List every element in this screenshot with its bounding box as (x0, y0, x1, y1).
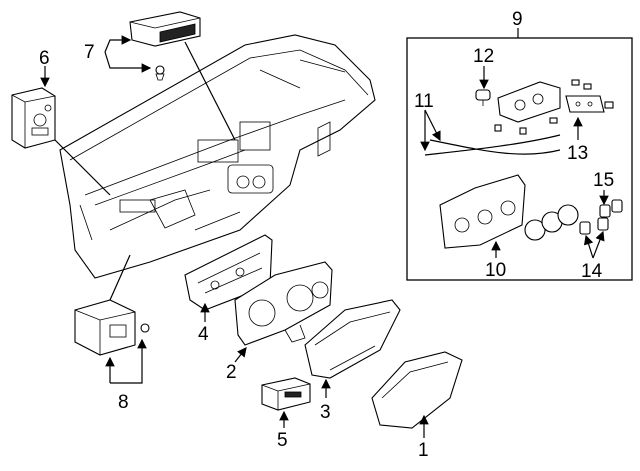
part-7-vent-and-clip (129, 11, 201, 81)
callout-labels: 1 2 3 4 5 6 7 8 9 10 11 12 13 14 15 (39, 9, 614, 461)
callout-4: 4 (198, 324, 209, 345)
callout-15: 15 (593, 170, 614, 191)
part-5-switch (261, 377, 311, 411)
callout-7: 7 (84, 42, 95, 63)
part-14-15-buttons (579, 199, 623, 235)
callout-3: 3 (320, 402, 331, 423)
part-12-bulb (475, 89, 491, 106)
part-6-switch-module (11, 87, 56, 149)
part-11-cables (424, 134, 561, 156)
callout-14: 14 (581, 261, 603, 282)
heater-control-assembly (494, 79, 592, 135)
callout-1: 1 (418, 440, 429, 461)
callout-12: 12 (473, 46, 494, 67)
leader-lines (40, 28, 609, 438)
callout-8: 8 (118, 392, 129, 413)
part-8-switch-and-clip (74, 299, 150, 356)
part-1-outer-bezel (371, 351, 463, 429)
callout-9: 9 (512, 9, 523, 30)
callout-10: 10 (485, 260, 506, 281)
knobs (524, 204, 579, 241)
inset-box-9 (406, 37, 633, 281)
callout-6: 6 (39, 48, 50, 69)
dashboard-drawing (59, 34, 376, 279)
callout-11: 11 (414, 91, 434, 112)
callout-2: 2 (226, 362, 237, 383)
part-10-control-bezel (439, 174, 526, 249)
part-3-cluster-hood (304, 299, 401, 379)
callout-5: 5 (277, 430, 288, 451)
callout-13: 13 (567, 143, 588, 164)
part-13-control-panel (565, 95, 614, 113)
part-2-instrument-cluster (234, 261, 333, 346)
